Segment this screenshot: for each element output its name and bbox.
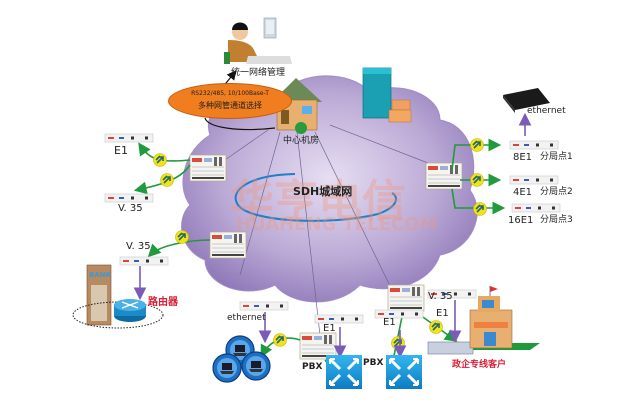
router-icon (114, 299, 146, 322)
fiber-icon (152, 152, 168, 168)
branch-3-rate: 16E1 (508, 215, 534, 226)
pbx-2-link-label: E1 (383, 317, 396, 328)
watermark-en: HUAHENG TELECOM (236, 214, 438, 235)
sdh-network-title: SDH城域网 (293, 185, 353, 198)
fiber-icon (272, 332, 288, 348)
fiber-icon (174, 229, 190, 245)
channel-note-desc: 多种网管通道选择 (198, 101, 262, 110)
network-manager-icon (224, 17, 292, 64)
modem-left-v35 (104, 193, 154, 203)
center-office-label: 中心机房 (282, 136, 320, 146)
enterprise-e1-label: E1 (436, 308, 449, 319)
channel-note-protocols: RS232/485, 10/100Base-T (191, 90, 269, 97)
fiber-icon (469, 172, 485, 188)
fiber-icon (428, 319, 444, 335)
sdh-node-left-top (189, 154, 227, 182)
modem-left-e1 (104, 133, 154, 143)
sdh-node-right (425, 162, 463, 190)
bottom-ethernet-label: ethernet (227, 313, 266, 323)
pbx-icon (324, 353, 364, 391)
router-label: 路由器 (148, 297, 178, 308)
ethernet-switch-icon (503, 88, 550, 113)
laptop-icon (212, 353, 242, 383)
spoke-lines (221, 124, 429, 336)
sdh-cloud (181, 75, 478, 303)
enterprise-building-icon (427, 286, 540, 355)
branch-1-name: 分局点1 (540, 152, 573, 162)
local-links (258, 300, 462, 359)
datacenter-building-icon (362, 67, 412, 123)
modem-pbx-1 (314, 314, 364, 324)
sdh-node-bottom-right (387, 284, 425, 312)
enterprise-v35-label: V. 35 (428, 291, 453, 302)
modem-branch-2 (509, 175, 559, 185)
watermark-cn: 华亨电信 (230, 176, 406, 227)
bank-v35-label: V. 35 (126, 241, 151, 252)
pbx-icon (384, 353, 424, 391)
branch-3-name: 分局点3 (540, 215, 573, 225)
fiber-icon (159, 172, 175, 188)
modem-branch-3 (511, 203, 561, 213)
left-e1-label: E1 (114, 144, 128, 157)
fiber-icon (469, 137, 485, 153)
laptop-icon (241, 351, 271, 381)
enterprise-label: 政企专线客户 (452, 360, 507, 370)
sdh-node-left-bottom (209, 231, 247, 259)
fiber-icon (390, 335, 406, 351)
fiber-icon (472, 201, 488, 217)
bank-text: BANK (89, 271, 112, 279)
modem-branch-1 (509, 140, 559, 150)
sdh-ring (234, 173, 397, 222)
modem-bank (119, 256, 169, 266)
left-v35-label: V. 35 (118, 203, 143, 214)
bank-network-ring (72, 301, 164, 329)
modem-bottom-ethernet (239, 301, 289, 311)
management-channel-note: RS232/485, 10/100Base-T 多种网管通道选择 (168, 83, 292, 119)
branch-1-rate: 8E1 (513, 152, 533, 163)
pbx-1-link-label: E1 (323, 323, 336, 334)
pbx-2-label: PBX (363, 358, 384, 368)
pbx-1-label: PBX (302, 362, 323, 372)
branch-ethernet-label: ethernet (527, 106, 566, 116)
branch-2-name: 分局点2 (540, 187, 573, 197)
branch-2-rate: 4E1 (513, 187, 533, 198)
management-label: 统一网络管理 (230, 68, 286, 78)
bank-building-icon (86, 264, 112, 326)
